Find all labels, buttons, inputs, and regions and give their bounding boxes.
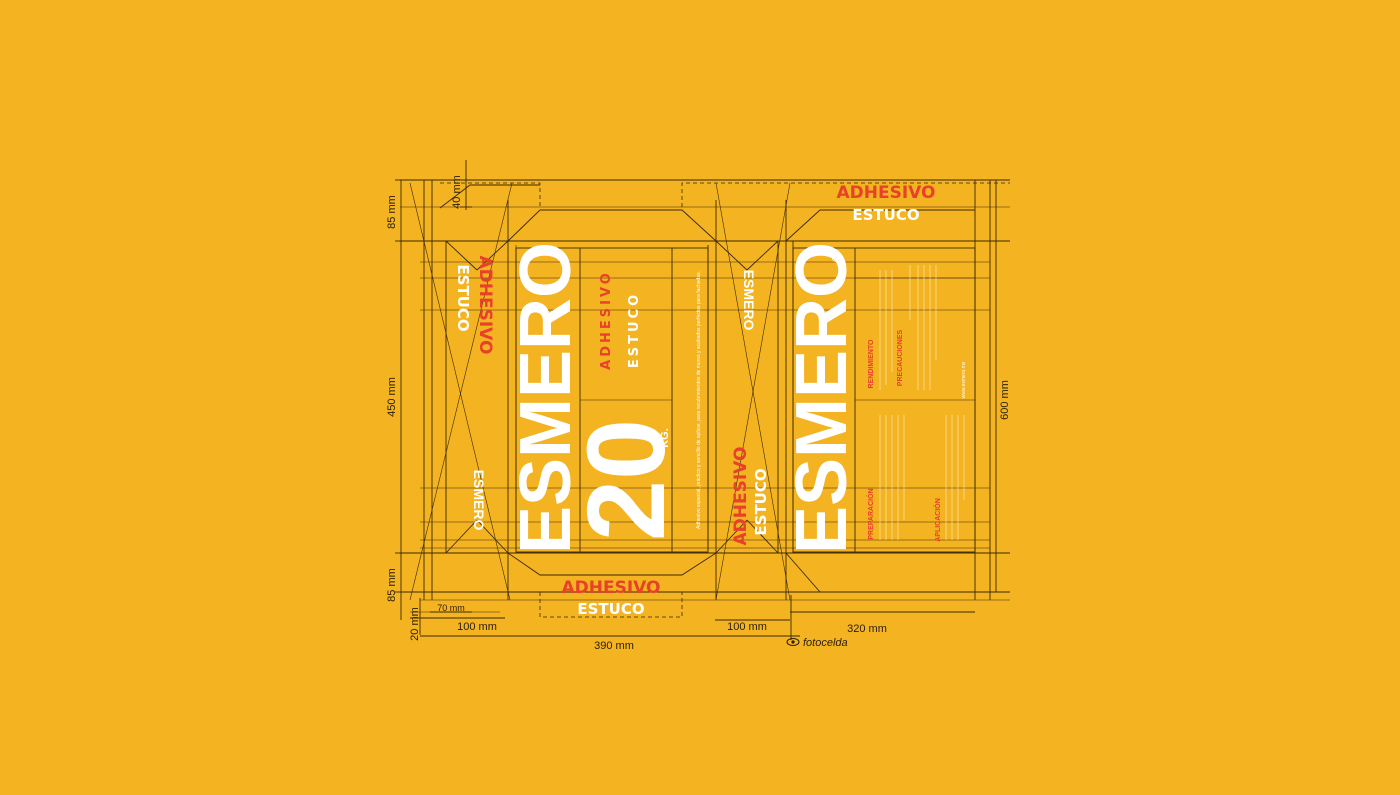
front-registered-mark: ®	[555, 250, 567, 258]
back-brand: ESMERO	[782, 242, 862, 554]
left-side-brand: ESMERO	[471, 470, 487, 531]
dim-right-side: 100 mm	[727, 621, 767, 633]
back-registered-mark: ®	[831, 254, 843, 262]
front-spaced-adhesivo: ADHESIVO	[599, 270, 614, 370]
bottom-flap-estuco: ESTUCO	[577, 600, 644, 618]
back-heading-precauciones: PRECAUCIONES	[897, 329, 904, 386]
dim-top-flap: 85 mm	[386, 195, 398, 229]
fotocelda-label: fotocelda	[803, 637, 848, 649]
back-website: www.esmero.mx	[961, 361, 967, 398]
left-side-adhesivo: ADHESIVO	[475, 256, 495, 355]
dim-back-width: 320 mm	[847, 623, 887, 635]
front-weight-unit: KG.	[659, 428, 671, 448]
top-flap-estuco: ESTUCO	[852, 206, 919, 224]
right-side-adhesivo: ADHESIVO	[731, 447, 751, 546]
bottom-flap-adhesivo: ADHESIVO	[562, 578, 661, 598]
left-side-estuco: ESTUCO	[454, 264, 472, 331]
dieline-structure	[400, 179, 1010, 618]
dim-bottom-flap: 85 mm	[386, 568, 398, 602]
dim-tab-width: 70 mm	[437, 603, 465, 613]
top-flap-adhesivo: ADHESIVO	[837, 183, 936, 203]
dim-bottom-tab: 20 mm	[409, 607, 421, 641]
dimension-lines	[395, 160, 1002, 640]
back-heading-preparacion: PREPARACIÓN	[866, 488, 875, 539]
dim-height: 450 mm	[386, 377, 398, 417]
front-spaced-estuco: ESTUCO	[627, 292, 642, 368]
back-heading-rendimiento: RENDIMIENTO	[868, 339, 875, 388]
dim-top-tab: 40 mm	[451, 175, 463, 209]
front-description: Adhesivo especial, práctico y sencillo d…	[696, 271, 702, 529]
eye-icon	[786, 638, 800, 646]
dim-front-width: 390 mm	[594, 640, 634, 652]
back-fine-print	[879, 265, 965, 540]
back-heading-aplicacion: APLICACIÓN	[933, 498, 942, 542]
right-side-brand: ESMERO	[741, 270, 757, 331]
front-brand: ESMERO	[506, 242, 586, 554]
dim-total-height: 600 mm	[999, 380, 1011, 420]
front-weight-number: 20	[565, 419, 688, 541]
dim-left-side: 100 mm	[457, 621, 497, 633]
right-side-estuco: ESTUCO	[752, 468, 770, 535]
